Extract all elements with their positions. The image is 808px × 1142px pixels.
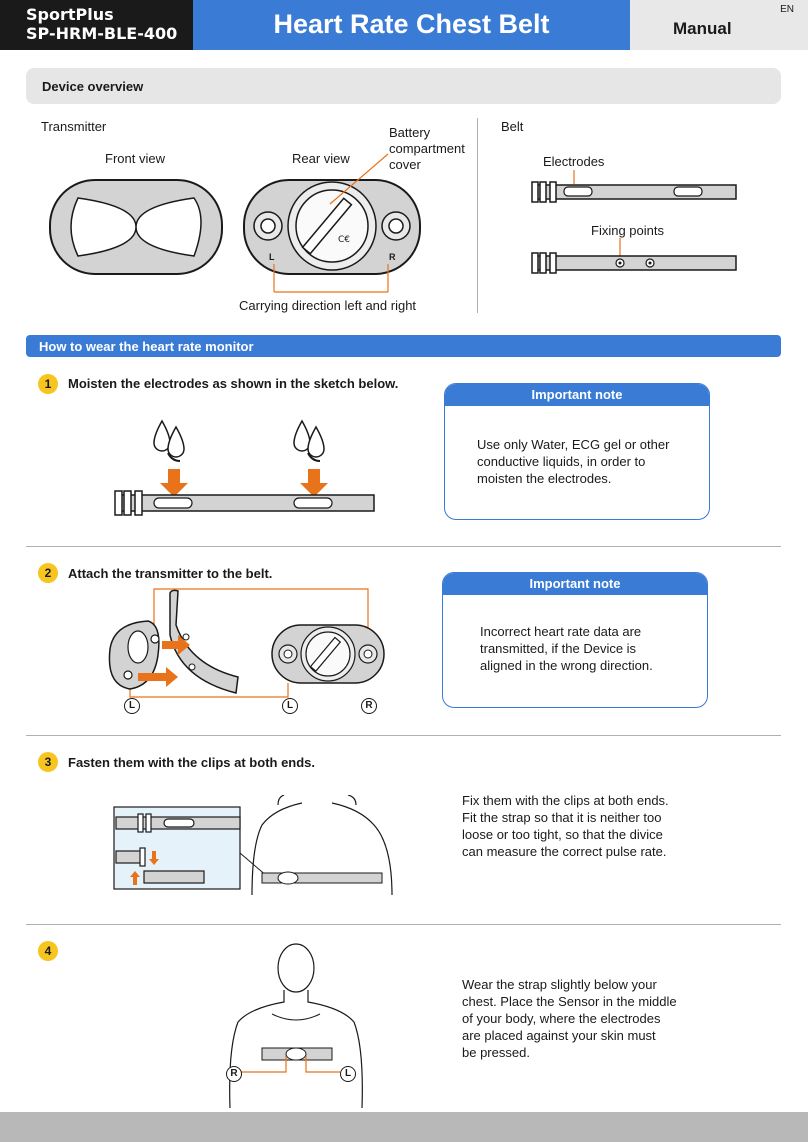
left-marker-icon: L <box>124 698 140 714</box>
step-2-badge: 2 <box>38 563 58 583</box>
rear-view-label: Rear view <box>292 151 350 166</box>
step-3-line: can measure the correct pulse rate. <box>462 844 667 859</box>
overview-divider <box>477 118 478 313</box>
water-drop-icon <box>153 419 185 462</box>
battery-label-line3: cover <box>389 157 421 172</box>
divider <box>26 924 781 925</box>
step-4-text: Wear the strap slightly below your chest… <box>462 976 677 1061</box>
doc-type: Manual <box>673 19 732 38</box>
step-3-title: Fasten them with the clips at both ends. <box>68 755 316 770</box>
page-title: Heart Rate Chest Belt <box>273 9 550 39</box>
doc-type-block: Manual EN <box>630 0 808 50</box>
step-4-line: Wear the strap slightly below your <box>462 977 657 992</box>
important-note-direction: Important note Incorrect heart rate data… <box>442 572 708 708</box>
water-drop-icon <box>293 419 325 462</box>
how-to-wear-heading: How to wear the heart rate monitor <box>26 335 781 357</box>
belt-electrodes-illustration <box>531 170 737 203</box>
transmitter-label: Transmitter <box>41 119 107 134</box>
step-2-title: Attach the transmitter to the belt. <box>68 566 273 581</box>
left-marker-icon: L <box>340 1066 356 1082</box>
step-4-line: be pressed. <box>462 1045 530 1060</box>
fixing-points-label: Fixing points <box>591 223 664 238</box>
important-note-moisten: Important note Use only Water, ECG gel o… <box>444 383 710 520</box>
model-number: SP-HRM-BLE-400 <box>26 24 178 43</box>
transmitter-front-illustration <box>49 179 223 275</box>
note-line: aligned in the wrong direction. <box>480 658 653 673</box>
wearing-position-illustration <box>229 943 363 1108</box>
note-line: Incorrect heart rate data are <box>480 624 642 639</box>
step-3-line: Fit the strap so that it is neither too <box>462 810 662 825</box>
attach-transmitter-illustration <box>108 588 385 698</box>
language-code: EN <box>780 4 794 15</box>
note-line: moisten the electrodes. <box>477 471 612 486</box>
electrodes-label: Electrodes <box>543 154 605 169</box>
how-to-wear-heading-text: How to wear the heart rate monitor <box>39 339 254 354</box>
right-marker-icon: R <box>226 1066 242 1082</box>
battery-label-line2: compartment <box>389 141 465 156</box>
step-3-line: Fix them with the clips at both ends. <box>462 793 669 808</box>
device-overview-heading-text: Device overview <box>42 79 144 94</box>
page-footer-bar <box>0 1112 808 1142</box>
note-line: transmitted, if the Device is <box>480 641 637 656</box>
fasten-clips-illustration <box>113 795 393 895</box>
note-line: conductive liquids, in order to <box>477 454 646 469</box>
front-view-label: Front view <box>105 151 165 166</box>
title-block: Heart Rate Chest Belt <box>193 0 630 50</box>
step-4-line: of your body, where the electrodes <box>462 1011 661 1026</box>
divider <box>26 546 781 547</box>
step-1-title: Moisten the electrodes as shown in the s… <box>68 376 399 391</box>
belt-fixing-points-illustration <box>531 238 737 274</box>
note-title: Important note <box>443 573 707 595</box>
brand-block: SportPlus SP-HRM-BLE-400 <box>0 0 193 50</box>
right-marker-icon: R <box>361 698 377 714</box>
note-title: Important note <box>445 384 709 406</box>
carrying-direction-label: Carrying direction left and right <box>239 298 417 313</box>
battery-label-line1: Battery <box>389 125 431 140</box>
moisten-electrodes-illustration <box>114 419 375 516</box>
svg-text:C€: C€ <box>338 235 350 245</box>
carrying-direction-lines <box>273 264 389 293</box>
step-4-line: chest. Place the Sensor in the middle <box>462 994 677 1009</box>
battery-leader-line <box>329 153 389 205</box>
brand-name: SportPlus <box>26 5 114 24</box>
step-4-badge: 4 <box>38 941 58 961</box>
step-3-text: Fix them with the clips at both ends. Fi… <box>462 792 669 860</box>
step-3-line: loose or too tight, so that the divice <box>462 827 663 842</box>
rear-left-mark: L <box>269 252 275 262</box>
left-marker-icon: L <box>282 698 298 714</box>
divider <box>26 735 781 736</box>
step-1-badge: 1 <box>38 374 58 394</box>
step-3-badge: 3 <box>38 752 58 772</box>
device-overview-heading: Device overview <box>26 68 781 104</box>
rear-right-mark: R <box>389 252 396 262</box>
transmitter-rear-illustration: C€ <box>243 179 421 275</box>
belt-label: Belt <box>501 119 524 134</box>
step-4-line: are placed against your skin must <box>462 1028 656 1043</box>
note-line: Use only Water, ECG gel or other <box>477 437 670 452</box>
